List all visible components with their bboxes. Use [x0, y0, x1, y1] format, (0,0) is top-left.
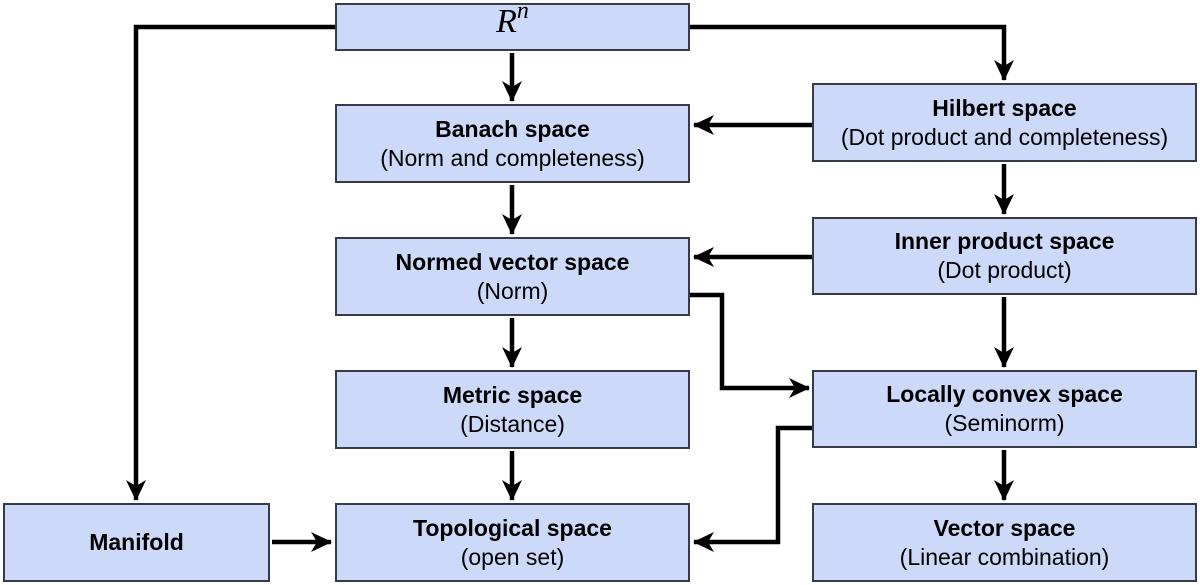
node-subtitle: (Dot product and completeness)	[840, 123, 1169, 150]
node-subtitle: (Seminorm)	[944, 410, 1065, 436]
node-title: Locally convex space	[886, 381, 1123, 407]
node-subtitle: (Distance)	[460, 410, 565, 437]
edge-rn-to-manifold	[126, 24, 335, 501]
node-subtitle: (Dot product)	[937, 257, 1072, 283]
node-banach-space: Banach space (Norm and completeness)	[335, 104, 690, 183]
node-title: Banach space	[435, 115, 590, 142]
node-locally-convex-space: Locally convex space (Seminorm)	[812, 370, 1197, 448]
node-metric-space: Metric space (Distance)	[335, 370, 690, 449]
node-vector-space: Vector space (Linear combination)	[812, 503, 1197, 582]
node-subtitle: (Linear combination)	[899, 543, 1110, 570]
node-subtitle: (Norm)	[476, 277, 549, 304]
edge-normed-to-locally	[690, 292, 810, 398]
node-title: Normed vector space	[395, 248, 630, 275]
node-hilbert-space: Hilbert space (Dot product and completen…	[812, 83, 1197, 162]
edge-locally-to-topological	[693, 425, 812, 552]
node-title: Hilbert space	[932, 94, 1077, 121]
node-title: Manifold	[89, 529, 184, 555]
node-title: Vector space	[933, 514, 1076, 541]
node-title: Metric space	[442, 381, 583, 408]
node-title: Inner product space	[894, 228, 1115, 254]
node-inner-product-space: Inner product space (Dot product)	[812, 217, 1197, 295]
rn-base: R	[496, 3, 517, 40]
node-topological-space: Topological space (open set)	[335, 503, 690, 582]
node-subtitle: (open set)	[460, 543, 565, 570]
node-normed-vector-space: Normed vector space (Norm)	[335, 237, 690, 316]
rn-superscript: n	[516, 0, 529, 24]
node-subtitle: (Norm and completeness)	[380, 144, 645, 171]
edge-rn-to-hilbert	[690, 24, 1014, 81]
node-title: Topological space	[413, 514, 612, 541]
node-manifold: Manifold	[3, 503, 270, 582]
